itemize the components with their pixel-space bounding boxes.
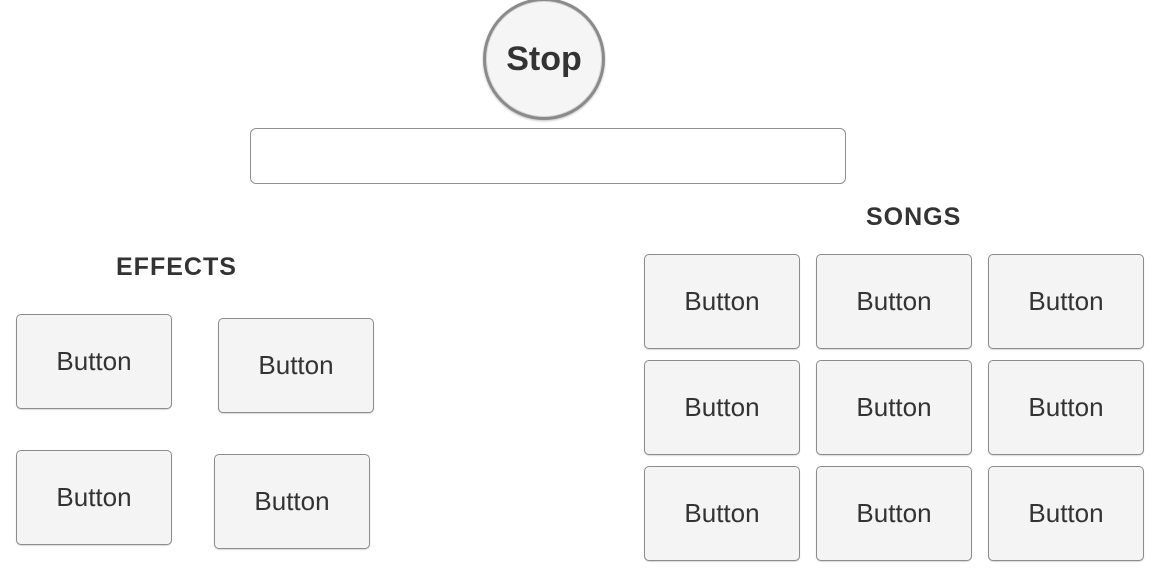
song-button-6[interactable]: Button — [988, 360, 1144, 455]
song-button-8[interactable]: Button — [816, 466, 972, 561]
effect-button-1[interactable]: Button — [16, 314, 172, 409]
songs-title: SONGS — [866, 203, 962, 231]
song-button-1[interactable]: Button — [644, 254, 800, 349]
effect-button-3[interactable]: Button — [16, 450, 172, 545]
song-button-3[interactable]: Button — [988, 254, 1144, 349]
song-button-9[interactable]: Button — [988, 466, 1144, 561]
stop-button[interactable]: Stop — [483, 0, 605, 120]
song-button-4[interactable]: Button — [644, 360, 800, 455]
effect-button-2[interactable]: Button — [218, 318, 374, 413]
song-button-5[interactable]: Button — [816, 360, 972, 455]
text-input[interactable] — [250, 128, 846, 184]
song-button-7[interactable]: Button — [644, 466, 800, 561]
effects-title: EFFECTS — [116, 253, 237, 281]
song-button-2[interactable]: Button — [816, 254, 972, 349]
effect-button-4[interactable]: Button — [214, 454, 370, 549]
